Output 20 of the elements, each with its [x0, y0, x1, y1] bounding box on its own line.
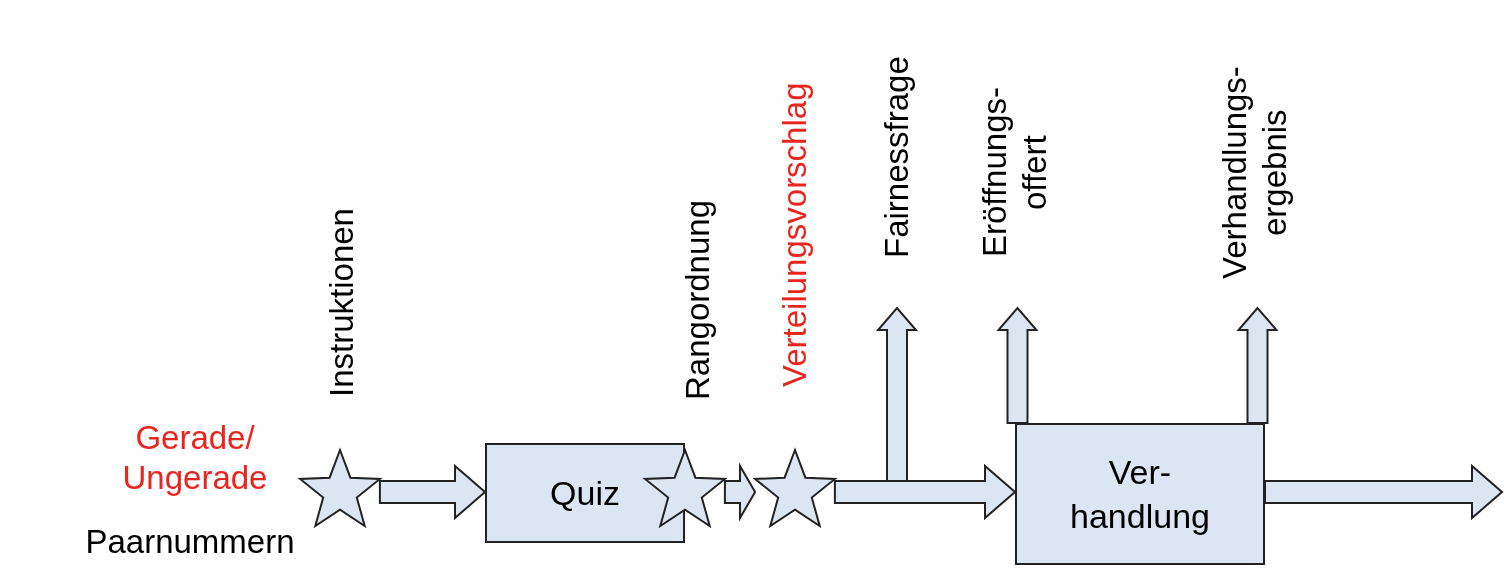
- annotation-label: Verteilungsvorschlag: [775, 81, 814, 390]
- annotation-label: Instruktionen: [322, 207, 361, 399]
- process-box: Quiz: [485, 443, 685, 543]
- star-marker: [642, 447, 728, 529]
- annotation-label: Paarnummern: [84, 522, 296, 562]
- block-arrow: [1264, 463, 1504, 521]
- block-arrow: [378, 463, 487, 521]
- event-label: Eröffnungs- offert: [975, 55, 1060, 290]
- event-label: Verhandlungs- ergebnis: [1215, 55, 1300, 290]
- block-arrow: [833, 463, 1017, 521]
- star-marker: [297, 447, 383, 529]
- block-arrow: [723, 462, 757, 522]
- block-arrow: [1236, 306, 1279, 424]
- annotation-label: Rangordnung: [678, 199, 717, 402]
- event-label: Fairnessfrage: [877, 25, 917, 290]
- star-marker: [752, 447, 838, 529]
- block-arrow: [996, 306, 1039, 424]
- block-arrow: [875, 306, 919, 482]
- annotation-label: Gerade/ Ungerade: [121, 418, 269, 498]
- process-box: Ver- handlung: [1015, 423, 1265, 565]
